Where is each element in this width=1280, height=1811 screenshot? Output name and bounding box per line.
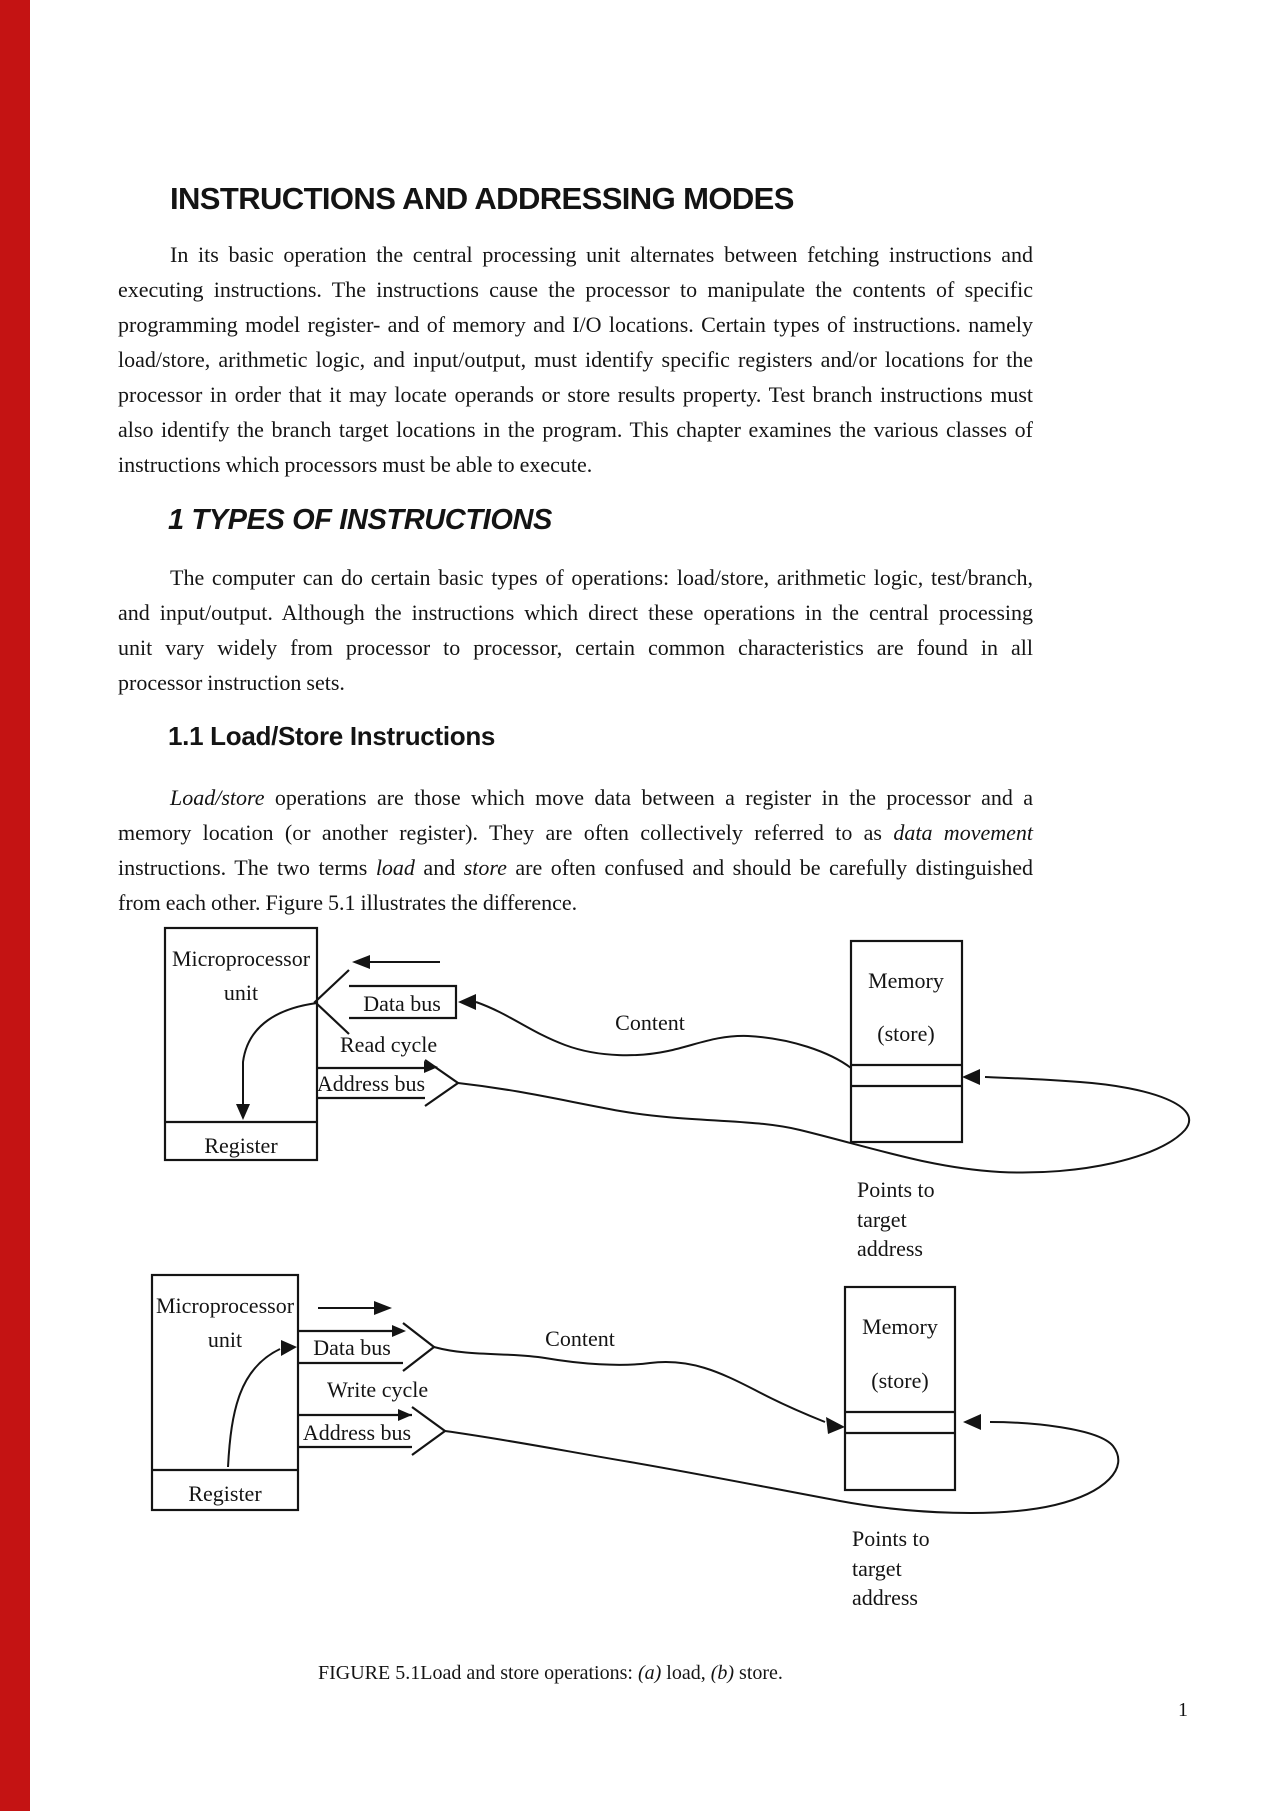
microprocessor-label-a: Microprocessor (172, 946, 311, 971)
write-cycle-label: Write cycle (327, 1377, 428, 1402)
figure-diagram-load: Microprocessor unit Register Data bus Re… (163, 926, 1191, 1261)
microprocessor-label-b: Microprocessor (156, 1293, 295, 1318)
paragraph-types: The computer can do certain basic types … (118, 560, 1033, 700)
text-line: Load/store operations are those which mo… (170, 785, 1033, 810)
svg-text:target: target (852, 1556, 902, 1581)
subsection-heading-load-store: 1.1 Load/Store Instructions (168, 721, 496, 751)
memory-box-b: Memory (store) (843, 1285, 957, 1492)
text-line: memory location (or another register). T… (118, 820, 1033, 845)
svg-text:target: target (857, 1207, 907, 1232)
store-label-a: (store) (877, 1021, 934, 1046)
paragraph-load-store: Load/store operations are those which mo… (118, 780, 1033, 920)
microprocessor-box-a: Microprocessor unit Register (163, 926, 319, 1162)
points-to-target-address-label-b: Points to target address (852, 1526, 930, 1610)
content-curve-b: Content (433, 1326, 845, 1434)
text-line: unit vary widely from processor to proce… (118, 635, 1033, 660)
register-transfer-arrow-a (236, 1002, 318, 1120)
register-transfer-arrow-b (227, 1340, 297, 1468)
scan-edge-stripe (0, 0, 30, 1811)
memory-box-a: Memory (store) (849, 939, 964, 1144)
text-line: load/store, arithmetic logic, and input/… (118, 347, 1033, 372)
svg-text:Points to: Points to (857, 1177, 935, 1202)
address-bus-arrow-b: Address bus (298, 1406, 447, 1456)
address-pointer-curve-b (444, 1414, 1120, 1514)
text-line: In its basic operation the central proce… (170, 242, 1033, 267)
text-line: from each other. Figure 5.1 illustrates … (118, 890, 578, 915)
text-line: and input/output. Although the instructi… (118, 600, 1033, 625)
svg-text:Points to: Points to (852, 1526, 930, 1551)
direction-arrow-b (318, 1301, 392, 1315)
figure-diagram-store: Microprocessor unit Register Data bus Wr… (150, 1273, 1120, 1610)
svg-text:address: address (857, 1236, 923, 1261)
memory-label-b: Memory (862, 1314, 938, 1339)
section-heading-types-of-instructions: 1 TYPES OF INSTRUCTIONS (168, 504, 552, 536)
text-line: programming model register- and of memor… (118, 312, 1033, 337)
register-label-b: Register (188, 1481, 262, 1506)
svg-text:address: address (852, 1585, 918, 1610)
address-pointer-curve-a (457, 1069, 1191, 1174)
text-line: processor instruction sets. (118, 670, 345, 695)
points-to-target-address-label-a: Points to target address (857, 1177, 935, 1261)
data-bus-arrow-a: Data bus (313, 969, 458, 1035)
microprocessor-unit-label-b: unit (208, 1327, 242, 1352)
paragraph-intro: In its basic operation the central proce… (118, 237, 1033, 482)
address-bus-arrow-a: Address bus (317, 1059, 460, 1107)
content-curve-a: Content (458, 994, 852, 1069)
read-cycle-label: Read cycle (340, 1032, 437, 1057)
content-label-b: Content (545, 1326, 615, 1351)
direction-arrow-a (352, 955, 440, 969)
text-line: The computer can do certain basic types … (170, 565, 1033, 590)
address-bus-label-a: Address bus (317, 1071, 425, 1096)
page-number: 1 (1178, 1699, 1188, 1721)
microprocessor-box-b: Microprocessor unit Register (150, 1273, 300, 1512)
data-bus-label-b: Data bus (313, 1335, 391, 1360)
text-line: instructions which processors must be ab… (118, 452, 593, 477)
register-label-a: Register (204, 1133, 278, 1158)
text-line: also identify the branch target location… (118, 417, 1033, 442)
figure-caption: FIGURE 5.1Load and store operations: (a)… (318, 1662, 783, 1684)
address-bus-label-b: Address bus (303, 1420, 411, 1445)
text-line: executing instructions. The instructions… (118, 277, 1033, 302)
page-title: INSTRUCTIONS AND ADDRESSING MODES (170, 181, 794, 216)
data-bus-label-a: Data bus (363, 991, 441, 1016)
data-bus-arrow-b: Data bus (298, 1322, 436, 1372)
content-label-a: Content (615, 1010, 685, 1035)
text-line: instructions. The two terms load and sto… (118, 855, 1033, 880)
microprocessor-unit-label-a: unit (224, 980, 258, 1005)
text-line: processor in order that it may locate op… (118, 382, 1033, 407)
store-label-b: (store) (871, 1368, 928, 1393)
memory-label-a: Memory (868, 968, 944, 993)
